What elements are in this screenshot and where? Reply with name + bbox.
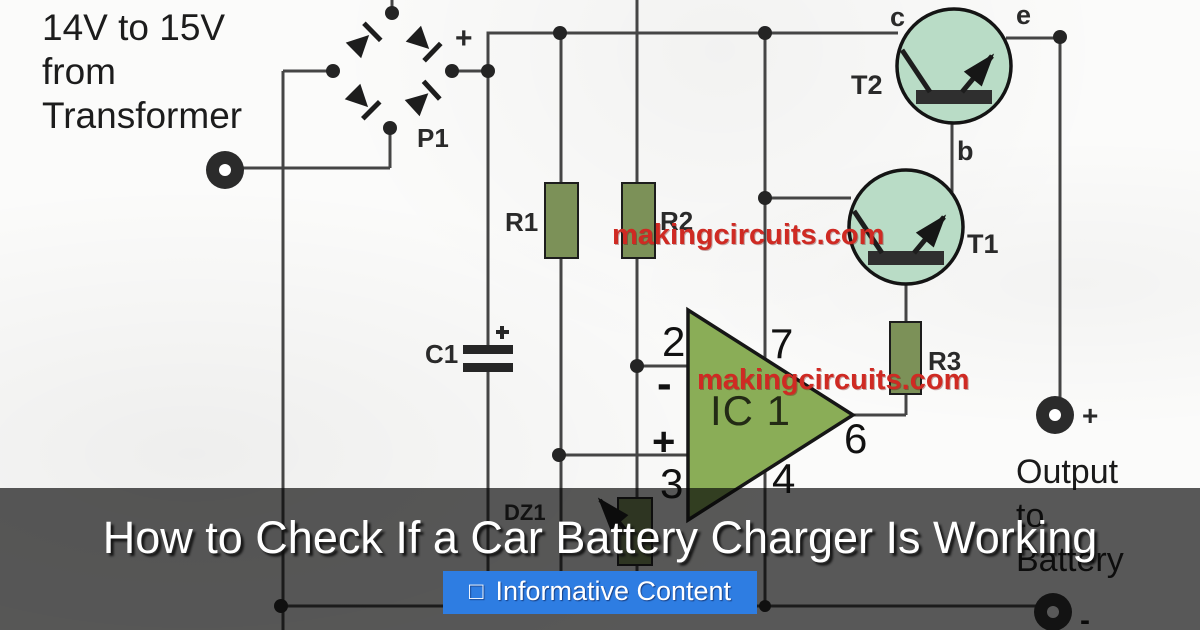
resistor-r3 xyxy=(889,321,922,395)
bridge-plus-sign: + xyxy=(455,22,473,55)
input-terminal xyxy=(206,151,244,189)
resistor-r1 xyxy=(544,182,579,259)
t2-base-label: b xyxy=(957,136,974,166)
bridge-label: P1 xyxy=(417,123,449,153)
card-title: How to Check If a Car Battery Charger Is… xyxy=(102,512,1098,563)
output-plus-terminal xyxy=(1036,396,1074,434)
r1-label: R1 xyxy=(505,207,539,237)
ic1-label: IC 1 xyxy=(710,387,792,434)
t2-emitter-label: e xyxy=(1016,0,1032,30)
title-overlay: How to Check If a Car Battery Charger Is… xyxy=(0,488,1200,630)
badge-icon: □ xyxy=(468,577,484,605)
category-badge: □ Informative Content xyxy=(442,571,758,614)
capacitor-c1 xyxy=(463,326,513,372)
ic-pin7-label: 7 xyxy=(770,320,794,367)
t2-collector-label: c xyxy=(890,2,906,32)
r2-label: R2 xyxy=(660,206,694,236)
ic-pin6-label: 6 xyxy=(844,415,868,462)
r3-label: R3 xyxy=(928,346,962,376)
ic-inverting-sign: - xyxy=(657,359,672,408)
watermark-upper: makingcircuits.com xyxy=(612,219,885,251)
resistor-r2 xyxy=(621,182,656,259)
t2-label: T2 xyxy=(851,70,883,100)
c1-label: C1 xyxy=(425,339,459,369)
t1-label: T1 xyxy=(967,229,999,259)
badge-label: Informative Content xyxy=(495,576,732,606)
transformer-note: 14V to 15V from Transformer xyxy=(42,7,243,136)
output-plus-sign: + xyxy=(1082,400,1099,431)
opamp-ic1 xyxy=(686,306,857,524)
transistor-t1 xyxy=(847,168,965,286)
ic-noninverting-sign: + xyxy=(652,420,676,464)
watermark-lower: makingcircuits.com xyxy=(697,364,970,396)
transistor-t2 xyxy=(895,7,1013,125)
ic-pin2-label: 2 xyxy=(662,318,686,365)
